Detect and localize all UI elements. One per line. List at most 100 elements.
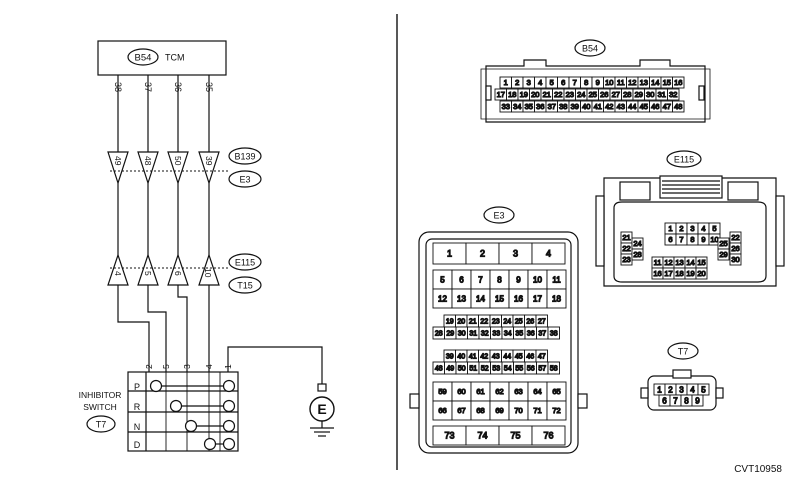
b139-pin-49: 49: [113, 156, 123, 166]
code-e3: E3: [239, 175, 250, 185]
b54-terminal-number: 19: [520, 90, 528, 99]
e3-terminal-number: 30: [458, 331, 466, 338]
b54-terminal-number: 39: [571, 102, 579, 111]
ground-label: E: [317, 401, 326, 417]
b54-terminal-number: 28: [623, 90, 631, 99]
e115-terminal-cell: [729, 253, 742, 266]
b54-terminal-number: 43: [617, 102, 625, 111]
b54-terminal-number: 37: [548, 102, 556, 111]
e3-terminal-number: 68: [476, 406, 484, 415]
e3-terminal-number: 27: [538, 319, 546, 326]
b54-terminal-number: 1: [504, 78, 508, 87]
inhibitor-label-line2: SWITCH: [83, 402, 117, 412]
b54-terminal-number: 14: [651, 78, 659, 87]
b54-code-oval: [574, 39, 606, 57]
t7-terminal-cell: [697, 383, 710, 396]
b54-terminal-number: 8: [584, 78, 588, 87]
e3-terminal-number: 18: [552, 294, 561, 303]
b54-terminal-number: 40: [582, 102, 590, 111]
b54-terminal-number: 9: [596, 78, 600, 87]
e3-code: E3: [493, 211, 504, 221]
e115-pin-10: 10: [203, 268, 213, 278]
b54-terminal-cell: [667, 88, 680, 101]
inhibitor-pin-3: 3: [182, 364, 192, 369]
b54-terminal-number: 6: [561, 78, 565, 87]
e3-terminal-number: 17: [533, 294, 542, 303]
e115-terminal-number: 15: [697, 258, 705, 267]
position-p: P: [134, 382, 140, 392]
e3-terminal-number: 37: [538, 331, 546, 338]
e3-terminal-number: 2: [480, 249, 485, 259]
tcm-pin-36: 36: [173, 82, 183, 92]
e3-terminal-number: 59: [438, 387, 446, 396]
e3-terminal-number: 38: [550, 331, 558, 338]
e3-terminal-number: 33: [492, 331, 500, 338]
code-t15: T15: [237, 281, 253, 291]
position-d: D: [134, 440, 141, 450]
connector-e115-t15-terminals: [107, 253, 229, 286]
e3-terminal-number: 26: [526, 319, 534, 326]
e3-terminal-number: 65: [552, 387, 560, 396]
e3-terminal-cell: [547, 361, 560, 375]
b139-pin-39: 39: [204, 156, 214, 166]
e3-terminal-number: 9: [516, 275, 521, 284]
e3-terminal-number: 55: [515, 366, 523, 373]
inhibitor-label-line1: INHIBITOR: [79, 390, 122, 400]
e115-terminal-number: 13: [675, 258, 683, 267]
e3-terminal-number: 20: [457, 319, 465, 326]
b54-terminal-number: 18: [508, 90, 516, 99]
b54-terminal-number: 10: [605, 78, 613, 87]
ground-symbol: [309, 383, 335, 437]
e115-pin-6: 6: [173, 271, 183, 276]
e115-terminal-number: 9: [701, 235, 705, 244]
wire-to-pin-2: [117, 285, 150, 372]
e3-terminal-number: 75: [510, 431, 520, 441]
e3-terminal-number: 14: [476, 294, 485, 303]
e3-terminal-number: 47: [538, 354, 546, 361]
e115-terminal-number: 5: [712, 224, 716, 233]
e115-code: E115: [674, 155, 694, 165]
e115-terminal-number: 29: [719, 250, 727, 259]
t7-code-oval: [667, 342, 699, 360]
e3-terminal-number: 71: [533, 406, 541, 415]
inhibitor-code: T7: [96, 420, 107, 430]
e115-terminal-number: 3: [690, 224, 694, 233]
e115-terminal-number: 24: [633, 239, 641, 248]
e115-terminal-number: 7: [679, 235, 683, 244]
b54-terminal-number: 13: [640, 78, 648, 87]
e3-terminal-number: 61: [476, 387, 484, 396]
e3-terminal-number: 54: [504, 366, 512, 373]
connector-b139-e3-terminals: [107, 151, 229, 185]
e3-terminal-number: 70: [514, 406, 522, 415]
b54-terminal-number: 45: [640, 102, 648, 111]
e115-terminal-number: 26: [731, 244, 739, 253]
e115-terminal-number: 30: [731, 255, 739, 264]
b54-terminal-number: 32: [669, 90, 677, 99]
b54-terminal-number: 41: [594, 102, 602, 111]
b54-terminal-number: 15: [663, 78, 671, 87]
e3-terminal-number: 63: [514, 387, 522, 396]
b54-terminal-number: 22: [554, 90, 562, 99]
e115-terminal-number: 28: [633, 250, 641, 259]
tcm-pin-38: 38: [113, 82, 123, 92]
position-n: N: [134, 422, 141, 432]
e115-terminal-number: 25: [719, 239, 727, 248]
e3-terminal-number: 35: [515, 331, 523, 338]
e3-terminal-number: 56: [527, 366, 535, 373]
b139-pin-48: 48: [143, 156, 153, 166]
inhibitor-switch-grid: [127, 371, 239, 452]
e115-terminal-number: 6: [668, 235, 672, 244]
b54-terminal-number: 20: [531, 90, 539, 99]
b54-terminal-number: 31: [658, 90, 666, 99]
position-r: R: [134, 402, 141, 412]
e115-terminal-number: 8: [690, 235, 694, 244]
e3-terminal-number: 3: [513, 249, 518, 259]
e3-terminal-number: 52: [481, 366, 489, 373]
e3-terminal-number: 76: [543, 431, 553, 441]
e3-terminal-number: 13: [457, 294, 466, 303]
e3-terminal-number: 22: [480, 319, 488, 326]
code-oval-e3: [228, 170, 262, 188]
code-oval-e115: [228, 253, 262, 271]
